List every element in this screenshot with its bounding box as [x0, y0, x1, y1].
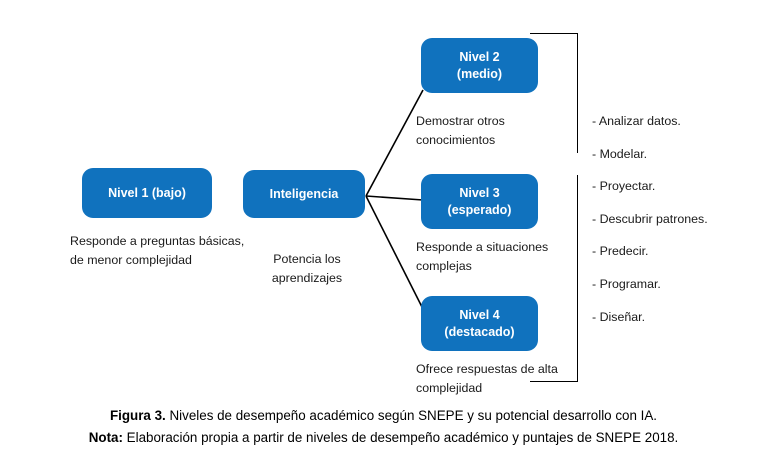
grouping-bracket [530, 33, 578, 382]
figure-caption-line-2: Nota: Elaboración propia a partir de niv… [0, 427, 767, 449]
node-nivel-2[interactable]: Nivel 2 (medio) [421, 38, 538, 93]
ia-capability-item: - Predecir. [592, 244, 649, 259]
caption-clip-mask [410, 153, 582, 175]
caption-nivel-3: Responde a situaciones complejas [416, 240, 549, 273]
node-nivel-1[interactable]: Nivel 1 (bajo) [82, 168, 212, 218]
ia-capability-item: - Diseñar. [592, 309, 646, 324]
ia-capability-item: - Analizar datos. [592, 114, 681, 128]
node-nivel-3-label: Nivel 3 (esperado) [447, 185, 512, 217]
figure-caption-line-2-text: Elaboración propia a partir de niveles d… [122, 429, 679, 445]
ia-capability-item: - Modelar. [592, 146, 648, 161]
caption-nivel-1: Responde a preguntas básicas, de menor c… [70, 234, 245, 267]
ia-capability-item: - Proyectar. [592, 179, 656, 194]
node-inteligencia-label: Inteligencia [269, 186, 339, 201]
node-nivel-3[interactable]: Nivel 3 (esperado) [421, 174, 538, 229]
caption-nivel-2: Demostrar otros conocimientos [416, 114, 505, 147]
figure-caption-line-1: Figura 3. Niveles de desempeño académico… [0, 405, 767, 427]
node-nivel-4[interactable]: Nivel 4 (destacado) [421, 296, 538, 351]
connector-inteligencia-nivel2 [365, 89, 424, 197]
ia-capability-item: - Descubrir patrones. [592, 211, 708, 226]
ia-capabilities-list: - Analizar datos. - Modelar. - Proyectar. -… [592, 112, 757, 326]
figure-caption-lead: Figura 3. [109, 408, 166, 423]
connector-inteligencia-nivel3 [365, 195, 424, 201]
caption-nivel-4: Ofrece respuestas de alta complejidad [416, 362, 558, 395]
figure-caption: Figura 3. Niveles de desempeño académico… [0, 405, 767, 448]
ia-capability-item: - Programar. [592, 277, 661, 292]
figure-caption-line-1-text: Niveles de desempeño académico según SNE… [165, 408, 658, 423]
node-inteligencia[interactable]: Inteligencia [243, 170, 365, 218]
caption-inteligencia: Potencia los aprendizajes [271, 252, 343, 285]
figure-note-lead: Nota: [88, 429, 123, 445]
node-nivel-1-label: Nivel 1 (bajo) [108, 185, 186, 200]
node-nivel-4-label: Nivel 4 (destacado) [444, 307, 515, 339]
diagram-canvas: Nivel 1 (bajo) Inteligencia Nivel 2 (med… [70, 33, 757, 395]
node-nivel-2-label: Nivel 2 (medio) [456, 49, 503, 81]
